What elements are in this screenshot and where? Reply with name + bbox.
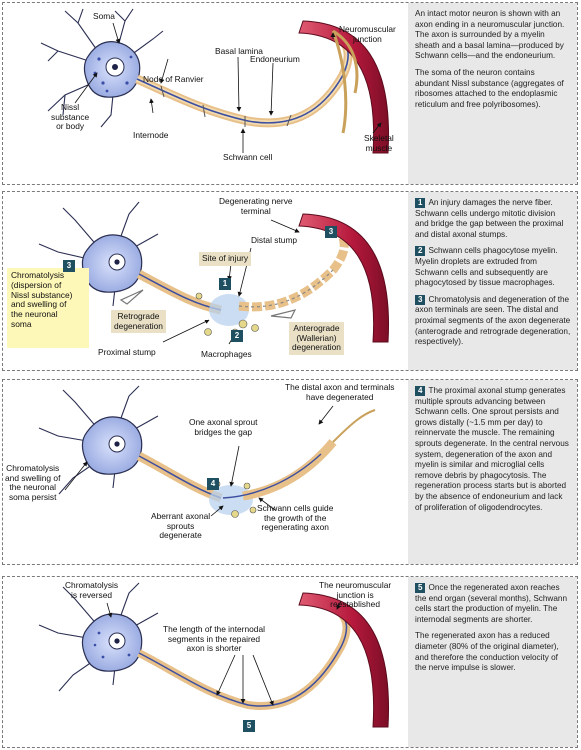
label-aberrant-sprouts: Aberrant axonal sprouts degenerate (151, 511, 211, 541)
figure-intact-neuron: Soma Neuromuscular junction Basal lamina… (3, 3, 408, 184)
label-chromatolysis-reversed: Chromatolysis is reversed (65, 580, 119, 600)
badge-4: 4 (207, 478, 219, 490)
label-soma: Soma (93, 11, 115, 21)
num-5: 5 (415, 583, 426, 593)
badge-3-soma: 3 (63, 260, 75, 272)
label-chromatolysis-box: Chromatolysis (dispersion of Nissl subst… (7, 268, 89, 348)
intact-neuron-illustration (40, 8, 390, 154)
text-reestablished-2: The regenerated axon has a reduced diame… (415, 631, 559, 673)
label-nmj-reestablished: The neuromuscular junction is reestablis… (319, 580, 392, 610)
label-anterograde-degeneration: Anterograde (Wallerian) degeneration (289, 322, 344, 355)
injury-illustration (38, 201, 390, 345)
figure-reestablished: Chromatolysis is reversed The neuromuscu… (3, 577, 408, 747)
description-intact-neuron: An intact motor neuron is shown with an … (408, 3, 577, 184)
panel-reestablished: Chromatolysis is reversed The neuromuscu… (2, 576, 578, 748)
label-distal-degenerated: The distal axon and terminals have degen… (285, 382, 395, 402)
label-skeletal-muscle: Skeletal muscle (364, 133, 394, 153)
figure-regeneration: The distal axon and terminals have degen… (3, 380, 408, 564)
label-schwann-cell: Schwann cell (223, 152, 273, 162)
label-node-of-ranvier: Node of Ranvier (143, 74, 204, 84)
text-intact-2: The soma of the neuron contains abundant… (415, 67, 564, 109)
label-internodal-shorter: The length of the internodal segments in… (163, 624, 265, 654)
num-1: 1 (415, 198, 426, 208)
reestablished-illustration (38, 582, 390, 728)
label-macrophages: Macrophages (201, 349, 252, 359)
label-one-sprout: One axonal sprout bridges the gap (189, 417, 258, 437)
panel-regeneration: The distal axon and terminals have degen… (2, 379, 578, 565)
label-site-of-injury: Site of injury (199, 252, 252, 266)
badge-5: 5 (243, 720, 255, 732)
num-4: 4 (415, 386, 426, 396)
badge-1: 1 (219, 278, 231, 290)
num-2: 2 (415, 246, 426, 257)
badge-2: 2 (231, 330, 243, 342)
regeneration-illustration (38, 385, 376, 518)
text-intact-1: An intact motor neuron is shown with an … (415, 9, 565, 61)
label-neuromuscular-junction: Neuromuscular junction (339, 24, 396, 44)
badge-3-terminal: 3 (325, 226, 337, 238)
label-degenerating-terminal: Degenerating nerve terminal (219, 196, 293, 216)
num-3: 3 (415, 294, 426, 305)
label-internode: Internode (133, 130, 169, 140)
label-retrograde-degeneration: Retrograde degeneration (111, 310, 166, 334)
label-endoneurium: Endoneurium (250, 54, 300, 64)
panel-injury: Degenerating nerve terminal Distal stump… (2, 191, 578, 371)
panel-intact-neuron: Soma Neuromuscular junction Basal lamina… (2, 2, 578, 185)
label-proximal-stump: Proximal stump (98, 347, 156, 357)
label-basal-lamina: Basal lamina (215, 46, 263, 56)
label-distal-stump: Distal stump (251, 235, 298, 245)
figure-injury: Degenerating nerve terminal Distal stump… (3, 192, 408, 370)
label-chromatolysis-persist: Chromatolysis and swelling of the neuron… (5, 463, 61, 502)
label-schwann-guide: Schwann cells guide the growth of the re… (257, 503, 334, 533)
label-nissl-substance: Nissl substance or body (51, 102, 90, 132)
